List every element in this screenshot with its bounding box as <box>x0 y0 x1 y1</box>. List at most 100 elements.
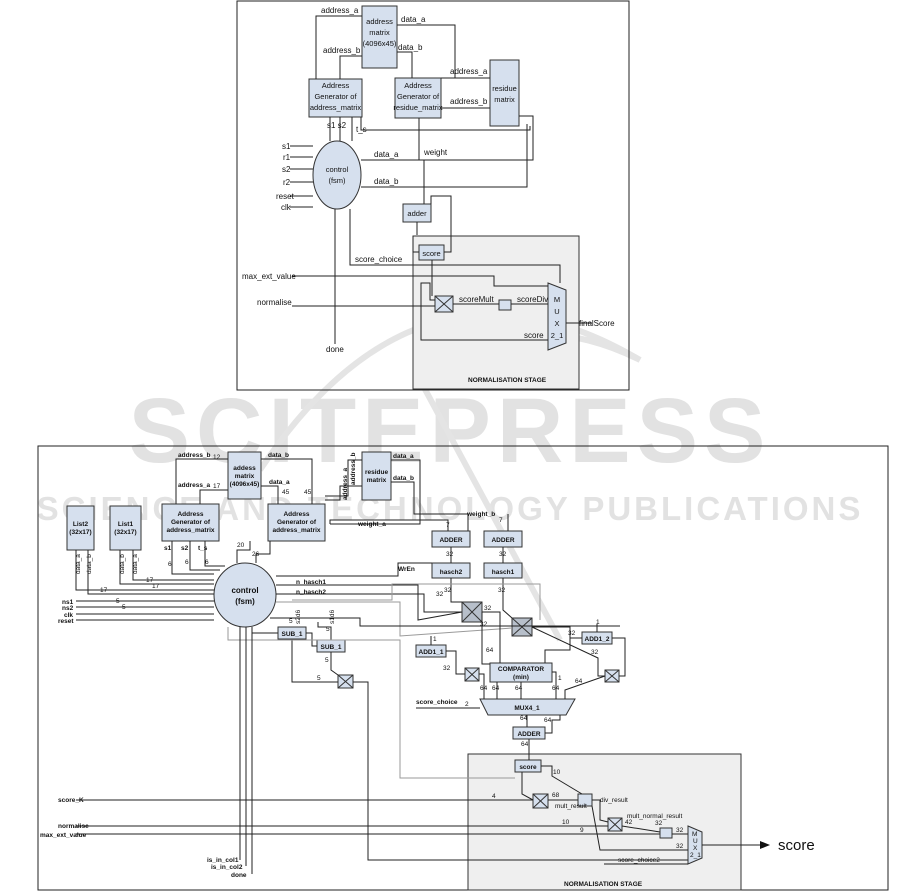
bottom-hasch1-label: hasch1 <box>492 569 515 576</box>
top-sig-ctrl-data-b: data_b <box>374 177 399 186</box>
width-64i: 64 <box>521 741 529 748</box>
bottom-mult-2 <box>511 617 533 637</box>
bottom-sig-score-choice: score_choice <box>416 699 458 706</box>
top-address-generator-a-label-2: Generator of <box>314 92 357 101</box>
width-64d: 64 <box>515 685 523 692</box>
bottom-list2 <box>66 505 95 551</box>
top-control-label-2: (fsm) <box>328 176 346 185</box>
bottom-frame <box>37 445 889 891</box>
width-5d: 5 <box>326 626 330 633</box>
width-32d: 32 <box>498 587 506 594</box>
top-address-generator-r <box>394 77 442 119</box>
bottom-sig-res-address-a: address_a <box>342 467 349 500</box>
top-mux-label-4: 2_1 <box>551 331 564 340</box>
bottom-list1 <box>109 505 142 551</box>
top-sig-res-address-a: address_a <box>450 67 488 76</box>
width-10a: 10 <box>553 769 561 776</box>
top-sig-res-address-b: address_b <box>450 97 488 106</box>
width-5c: 5 <box>289 618 293 625</box>
bottom-adder-right-label: ADDER <box>491 537 514 544</box>
width-10b: 10 <box>562 819 570 826</box>
bottom-sub1-a-label: SUB_1 <box>282 631 303 638</box>
width-17d: 17 <box>152 583 160 590</box>
width-2: 2 <box>465 701 469 708</box>
bottom-mux2-label-3: X <box>693 845 698 852</box>
bottom-sig-n-hasch2: n_hasch2 <box>296 589 326 596</box>
width-32h: 32 <box>591 649 599 656</box>
top-sig-max-ext-value: max_ext_value <box>242 272 296 281</box>
bottom-sig-normalise: normalise <box>58 823 89 830</box>
top-address-generator-r-label-2: Generator of <box>397 92 440 101</box>
bottom-control-label-2: (fsm) <box>235 597 255 606</box>
top-sig-t-s: t_s <box>356 125 367 134</box>
top-sig-r2: r2 <box>283 178 291 187</box>
bottom-mux4 <box>479 698 576 716</box>
bottom-sig-s2: s2 <box>181 545 189 552</box>
width-32b: 32 <box>499 551 507 558</box>
width-64g: 64 <box>520 715 528 722</box>
bottom-sig-mult-normal-result: mult_normal_result <box>627 813 682 820</box>
bottom-list1-label-2: (32x17) <box>114 529 136 536</box>
width-45a: 45 <box>282 489 290 496</box>
top-adder-label: adder <box>407 209 427 218</box>
width-32j: 32 <box>436 591 444 598</box>
width-68: 68 <box>552 792 560 799</box>
width-64b: 64 <box>480 685 488 692</box>
top-control-label-1: control <box>326 165 349 174</box>
top-sig-clk: clk <box>281 203 292 212</box>
width-5a: 5 <box>116 598 120 605</box>
bottom-list1-label-1: List1 <box>118 521 134 528</box>
bottom-control-label-1: control <box>231 586 258 595</box>
bottom-list2-label-2: (32x17) <box>69 529 91 536</box>
width-64c: 64 <box>492 685 500 692</box>
bottom-list2-label-1: List2 <box>73 521 89 528</box>
top-sig-data-a: data_a <box>401 15 426 24</box>
width-20: 20 <box>237 542 245 549</box>
bottom-sig-mult-result: mult_result <box>555 803 587 810</box>
top-sig-reset: reset <box>276 192 295 201</box>
width-32g: 32 <box>568 630 576 637</box>
width-7b: 7 <box>499 517 503 524</box>
width-45b: 45 <box>304 489 312 496</box>
width-64e: 64 <box>552 685 560 692</box>
top-sig-final-score: finalScore <box>579 319 615 328</box>
top-divider <box>498 299 512 311</box>
top-mux-label-3: X <box>554 319 559 328</box>
bottom-sig-data-a-mid: data_a <box>269 479 290 486</box>
top-address-matrix-label-2: matrix <box>369 28 390 37</box>
bottom-residue-matrix-label-1: residue <box>365 469 389 476</box>
bottom-multipliers <box>337 601 673 839</box>
top-sig-s1: s1 <box>282 142 291 151</box>
bottom-wires <box>75 458 770 874</box>
top-mux <box>547 282 567 351</box>
bottom-address-generator-2-label-2: Generator of <box>277 519 317 526</box>
top-residue-matrix <box>489 59 520 127</box>
top-sig-address-b: address_b <box>323 46 361 55</box>
bottom-score-label: score <box>519 764 537 771</box>
bottom-sig-wren: WrEn <box>398 566 415 573</box>
top-residue-matrix-label-2: matrix <box>494 95 515 104</box>
bottom-sig-list1-data-b: data_b <box>119 554 126 574</box>
width-17c: 17 <box>146 577 154 584</box>
width-32a: 32 <box>446 551 454 558</box>
top-sig-score-choice: score_choice <box>355 255 403 264</box>
bottom-address-generator-1-label-1: Address <box>177 511 203 518</box>
bottom-sig-is-in-col2: is_in_col2 <box>211 864 243 871</box>
bottom-add1-2-label: ADD1_2 <box>585 636 610 643</box>
bottom-mult-7 <box>607 817 623 832</box>
top-sig-score-div: scoreDiv <box>517 295 548 304</box>
top-mux-label-1: M <box>554 295 560 304</box>
bottom-score-arrow <box>760 841 770 849</box>
bottom-sig-address-b: address_b <box>178 452 211 459</box>
width-6c: 6 <box>205 559 209 566</box>
bottom-sig-max-ext-value: max_ext_value <box>40 832 87 839</box>
bottom-adder-center-label: ADDER <box>517 731 540 738</box>
width-64a: 64 <box>486 647 494 654</box>
top-score-label: score <box>422 249 440 258</box>
bottom-adder-left-label: ADDER <box>439 537 462 544</box>
top-residue-matrix-label-1: residue <box>492 84 517 93</box>
width-5e: 5 <box>325 657 329 664</box>
bottom-address-matrix-label-1: addess <box>233 465 256 472</box>
bottom-add1-1-label: ADD1_1 <box>419 649 444 656</box>
